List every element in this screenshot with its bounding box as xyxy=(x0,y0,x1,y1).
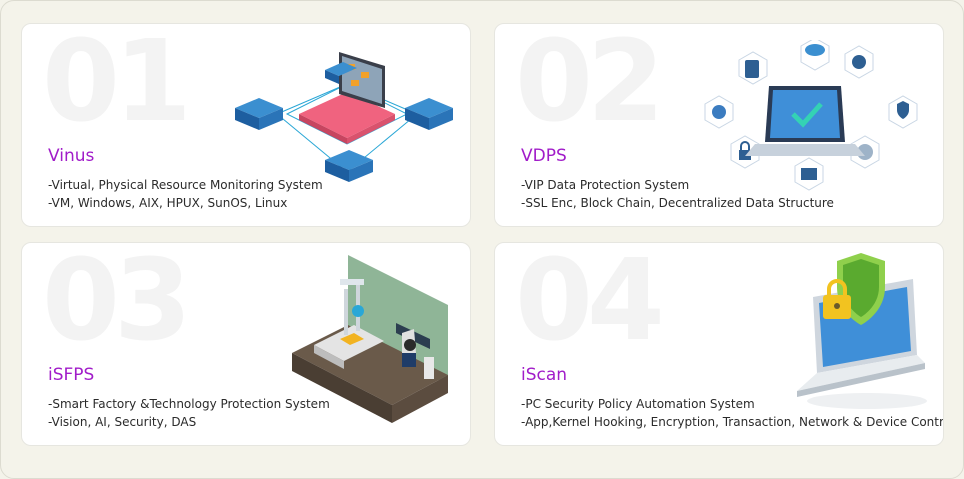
card-title: iSFPS xyxy=(48,365,95,385)
description-line: -VIP Data Protection System xyxy=(521,178,690,192)
description-line: -Vision, AI, Security, DAS xyxy=(48,415,197,429)
description-line: -SSL Enc, Block Chain, Decentralized Dat… xyxy=(521,196,834,210)
card-title: VDPS xyxy=(521,146,567,166)
card-description: -Virtual, Physical Resource Monitoring S… xyxy=(48,176,323,212)
product-card-isfps[interactable]: 03 iSFPS -Smart Factory &Technology Prot… xyxy=(21,242,471,446)
card-description: -PC Security Policy Automation System -A… xyxy=(521,395,944,431)
card-number: 04 xyxy=(515,242,665,366)
laptop-shield-illustration xyxy=(797,253,927,409)
description-line: -Virtual, Physical Resource Monitoring S… xyxy=(48,178,323,192)
card-number: 03 xyxy=(42,242,192,366)
description-line: -Smart Factory &Technology Protection Sy… xyxy=(48,397,330,411)
card-description: -Smart Factory &Technology Protection Sy… xyxy=(48,395,330,431)
description-line: -VM, Windows, AIX, HPUX, SunOS, Linux xyxy=(48,196,288,210)
description-line: -PC Security Policy Automation System xyxy=(521,397,755,411)
card-number: 02 xyxy=(515,23,665,147)
product-card-vdps[interactable]: 02 VDPS -VIP Data Protection System -SSL… xyxy=(494,23,944,227)
card-description: -VIP Data Protection System -SSL Enc, Bl… xyxy=(521,176,834,212)
card-number: 01 xyxy=(42,23,192,147)
product-card-iscan[interactable]: 04 iScan -PC Security Policy Automation … xyxy=(494,242,944,446)
laptop-security-icons-illustration xyxy=(704,40,918,191)
card-title: iScan xyxy=(521,365,568,385)
server-network-illustration xyxy=(235,52,453,182)
smart-factory-illustration xyxy=(292,255,448,423)
product-card-vinus[interactable]: 01 Vinus -Virtual, Physical Resource Mon… xyxy=(21,23,471,227)
card-title: Vinus xyxy=(48,146,95,166)
description-line: -App,Kernel Hooking, Encryption, Transac… xyxy=(521,415,944,429)
